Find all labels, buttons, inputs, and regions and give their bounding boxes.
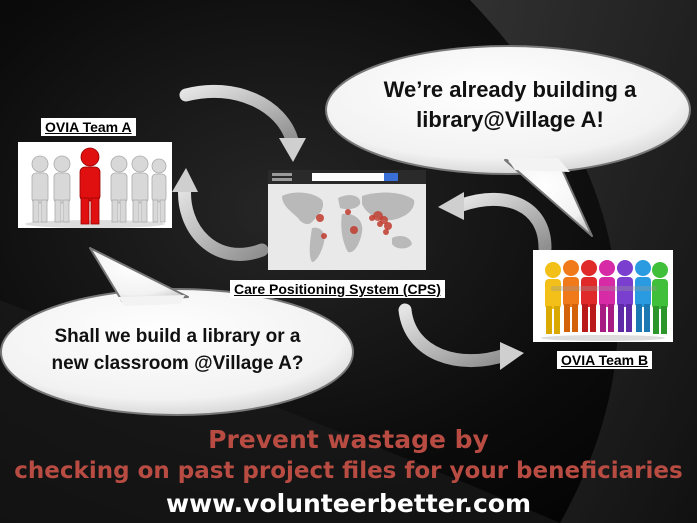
figure-green bbox=[652, 262, 668, 334]
map-search-field bbox=[312, 173, 386, 181]
arrow-cps-to-team-a bbox=[172, 168, 269, 261]
figure-purple bbox=[617, 260, 633, 332]
arrow-team-b-to-cps bbox=[438, 192, 552, 255]
footer-line-2: checking on past project files for your … bbox=[14, 458, 683, 484]
footer-url[interactable]: www.volunteerbetter.com bbox=[165, 489, 532, 518]
world-map-icon bbox=[268, 170, 426, 262]
figure-yellow bbox=[545, 262, 561, 334]
cps-label: Care Positioning System (CPS) bbox=[230, 280, 445, 298]
red-leader-figure bbox=[79, 147, 101, 225]
bubble-top-right-shape bbox=[325, 45, 691, 237]
people-group-icon bbox=[25, 147, 167, 228]
team-a-label: OVIA Team A bbox=[41, 118, 136, 136]
bubble-bottom-left-shape bbox=[0, 247, 354, 416]
figure-red bbox=[581, 260, 597, 332]
team-b-label: OVIA Team B bbox=[557, 351, 653, 369]
cps-screenshot bbox=[268, 170, 426, 270]
bubble-bottom-left: Shall we build a library or a new classr… bbox=[10, 323, 345, 377]
footer-line-1: Prevent wastage by bbox=[208, 425, 489, 454]
arrow-cps-to-team-b bbox=[398, 303, 524, 370]
bubble-top-right-line1: We’re already building a bbox=[383, 77, 637, 102]
people-chain-icon bbox=[541, 260, 668, 341]
map-hotspots bbox=[316, 209, 392, 239]
team-b-image bbox=[533, 250, 673, 342]
figure-blue bbox=[635, 260, 651, 332]
bubble-bottom-left-line1: Shall we build a library or a bbox=[54, 326, 301, 347]
figure-orange bbox=[563, 260, 579, 332]
figure-magenta bbox=[599, 260, 615, 332]
map-search-button bbox=[384, 173, 398, 181]
arrow-team-a-to-cps bbox=[179, 84, 306, 162]
team-a-image bbox=[18, 142, 172, 228]
bubble-top-right: We’re already building a library@Village… bbox=[340, 75, 680, 135]
bubble-bottom-left-line2: new classroom @Village A? bbox=[51, 353, 304, 374]
bubble-top-right-line2: library@Village A! bbox=[416, 107, 604, 132]
